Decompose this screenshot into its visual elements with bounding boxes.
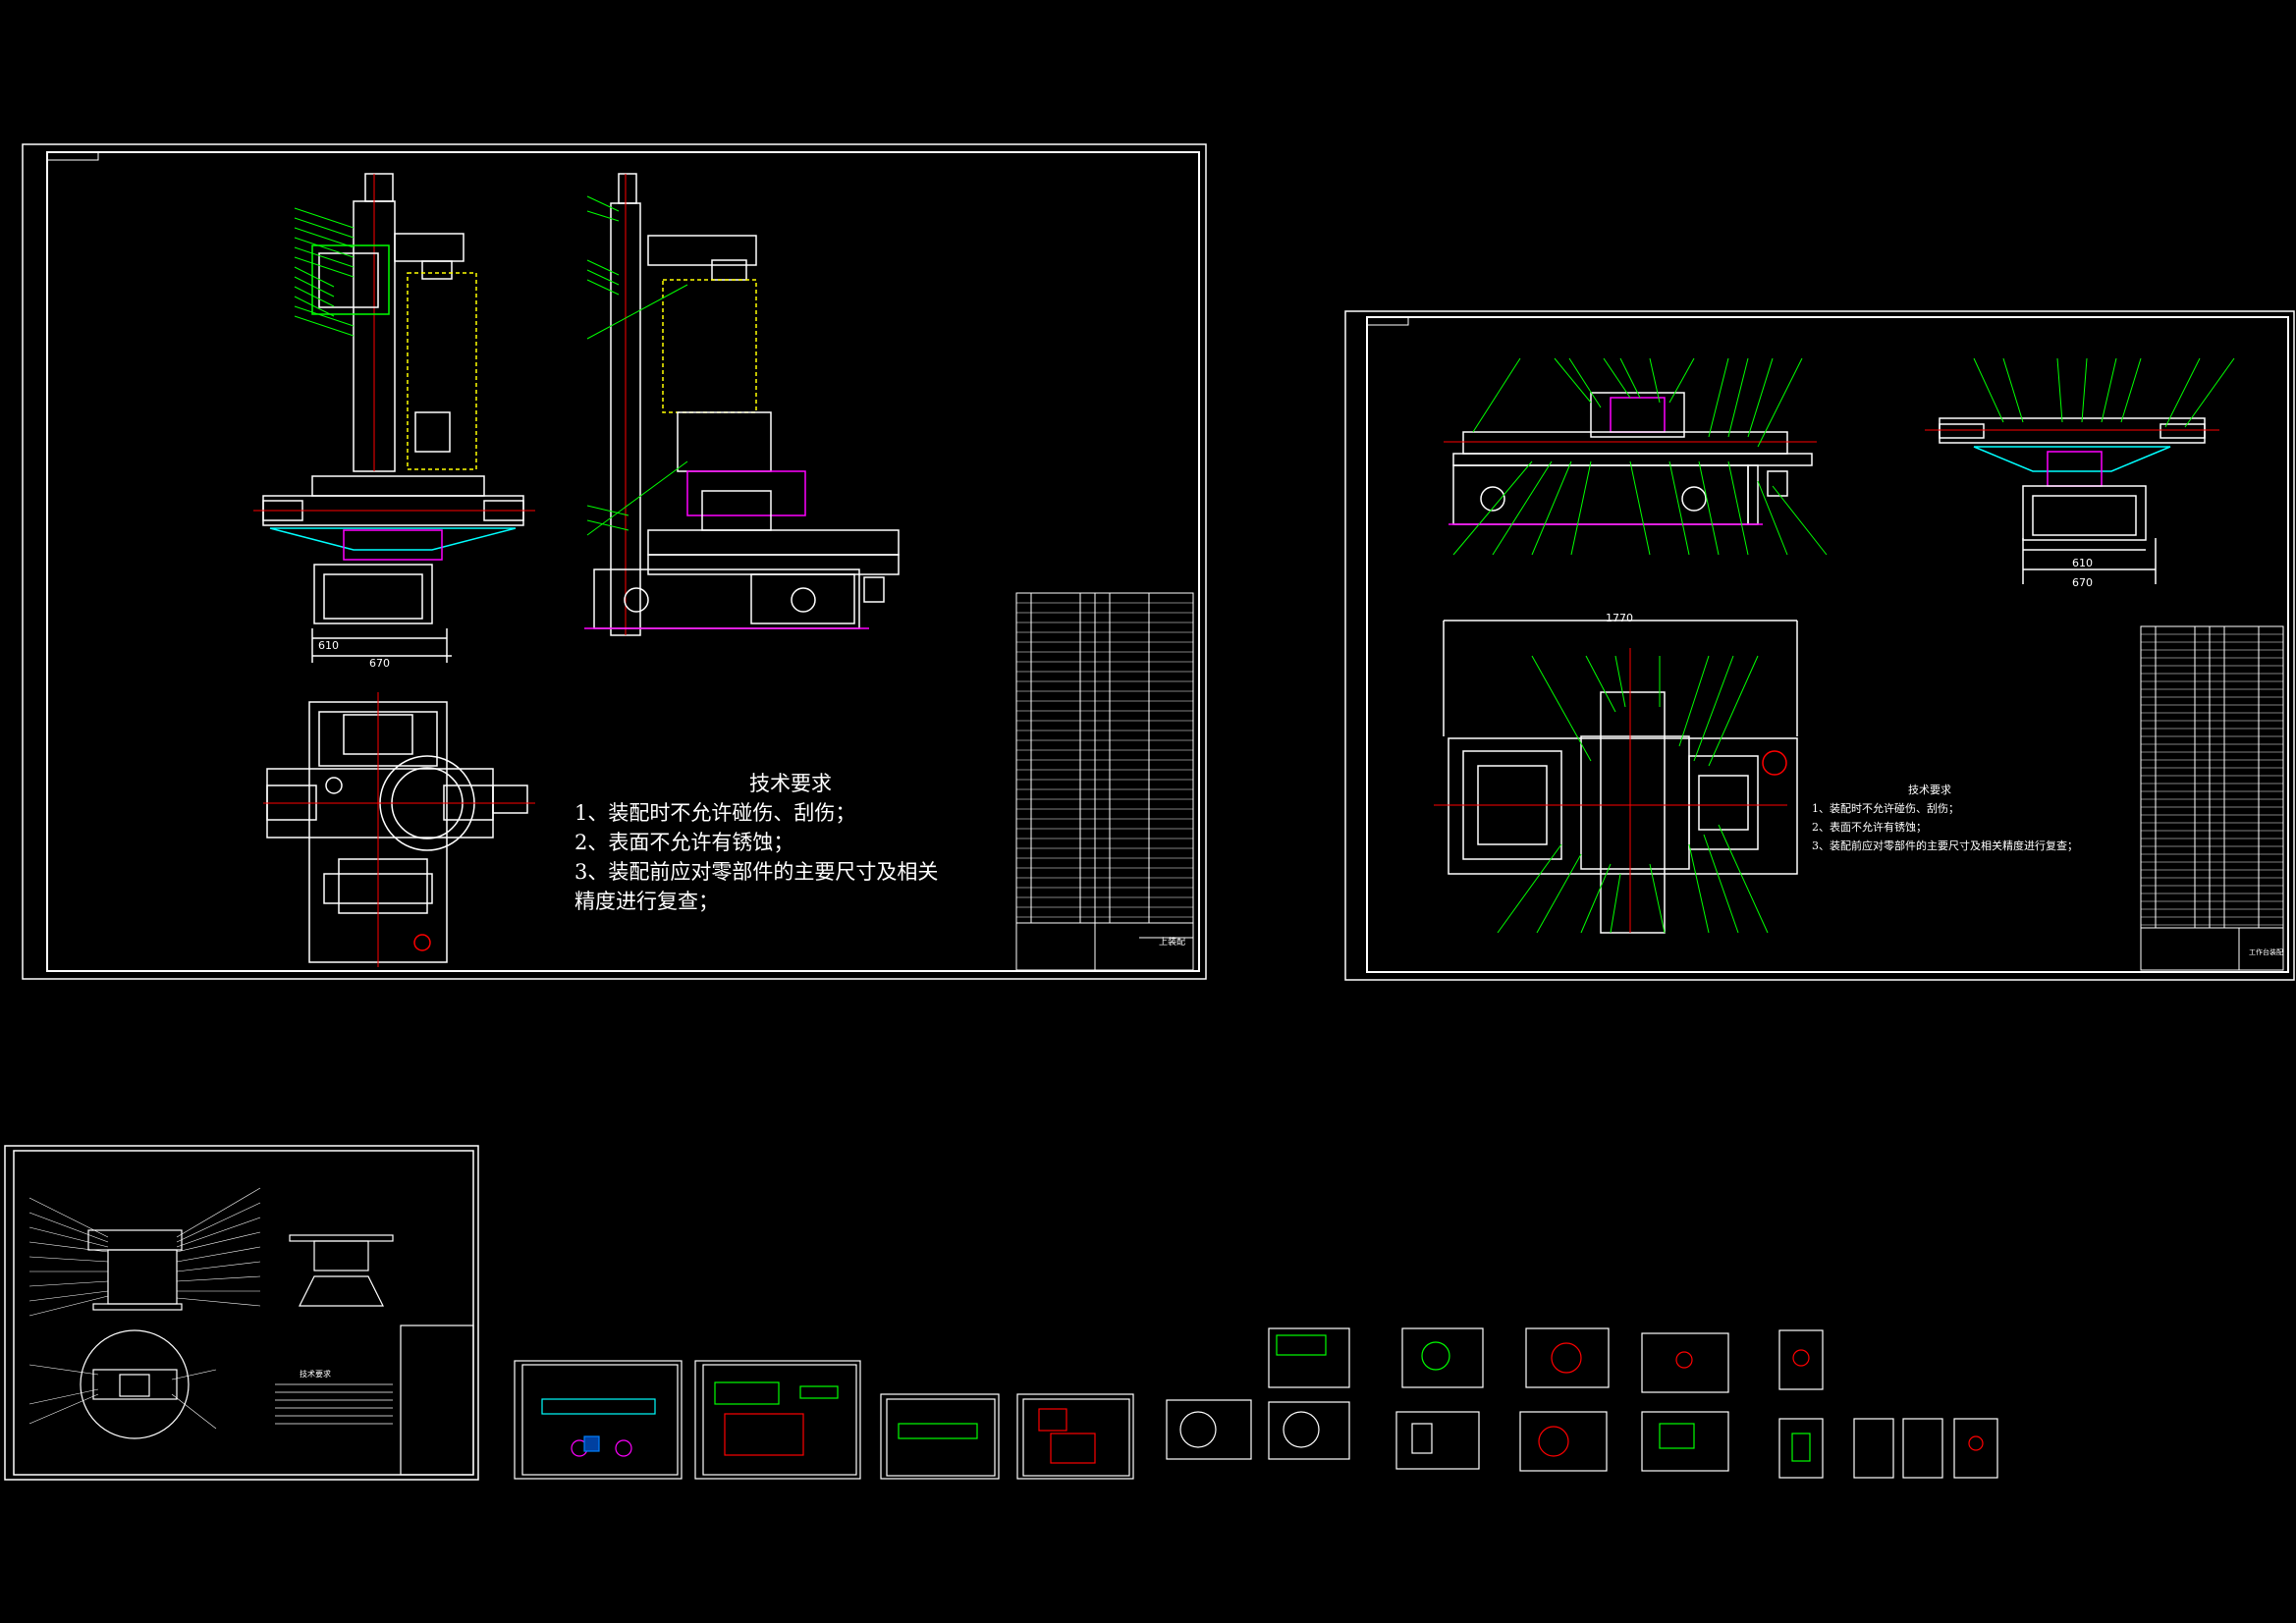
- tech-line-2: 2、表面不允许有锈蚀；: [574, 831, 794, 854]
- thumb-sheet-02[interactable]: [694, 1360, 861, 1480]
- dim-610: 610: [318, 639, 339, 652]
- tech-line-right-2: 2、表面不允许有锈蚀；: [1812, 821, 1927, 834]
- worktable-side-view: [1925, 417, 2219, 584]
- thumb-sheet-05[interactable]: [1166, 1399, 1252, 1460]
- thumb-sheet-11[interactable]: [1519, 1411, 1608, 1472]
- thumb-sheet-13[interactable]: [1641, 1411, 1729, 1472]
- small-assembly-views: [80, 1229, 474, 1476]
- drawing-sheet-main-assembly[interactable]: 610 670: [22, 143, 1207, 980]
- dim-670: 670: [369, 657, 390, 670]
- tech-line-3: 3、装配前应对零部件的主要尺寸及相关: [574, 860, 939, 884]
- tech-line-right-3: 3、装配前应对零部件的主要尺寸及相关精度进行复查；: [1812, 839, 2078, 852]
- worktable-front-balloons: [1452, 357, 1828, 556]
- thumb-sheet-07[interactable]: [1268, 1401, 1350, 1460]
- thumb-sheet-17[interactable]: [1902, 1418, 1943, 1479]
- thumb-sheet-18[interactable]: [1953, 1418, 1998, 1479]
- side-view-column: [584, 173, 900, 636]
- thumb-sheet-01[interactable]: [514, 1360, 683, 1480]
- front-view-balloons: [294, 207, 355, 337]
- thumb-sheet-09[interactable]: [1395, 1411, 1480, 1470]
- side-view-balloons: [586, 195, 688, 536]
- parts-list-rows-right: [2141, 633, 2283, 926]
- thumb-sheet-14[interactable]: [1778, 1329, 1824, 1390]
- thumb-sheet-06[interactable]: [1268, 1327, 1350, 1388]
- small-tech-lines: [275, 1383, 393, 1425]
- front-view-column: [253, 173, 535, 663]
- thumb-sheet-03[interactable]: [880, 1393, 1000, 1480]
- drawing-sheet-small-assembly[interactable]: 技术要求: [4, 1145, 479, 1481]
- tech-requirements-main: 技术要求 1、装配时不允许碰伤、刮伤； 2、表面不允许有锈蚀； 3、装配前应对零…: [574, 769, 977, 916]
- tech-requirements-title-right: 技术要求: [1908, 784, 1951, 796]
- worktable-side-balloons: [1973, 357, 2235, 428]
- plan-view: [263, 692, 535, 967]
- small-assembly-leaders: [28, 1187, 261, 1430]
- tech-line-4: 精度进行复查；: [574, 890, 719, 913]
- tech-requirements-title: 技术要求: [749, 772, 832, 795]
- tech-line-1: 1、装配时不允许碰伤、刮伤；: [574, 801, 856, 825]
- dim-610-right: 610: [2072, 557, 2093, 569]
- parts-list-rows: [1016, 602, 1193, 918]
- drawing-sheet-worktable-assembly[interactable]: 610 670 1770: [1344, 310, 2295, 981]
- thumb-sheet-15[interactable]: [1778, 1418, 1824, 1479]
- title-block-drawing-name: 上装配: [1159, 936, 1185, 947]
- dim-670-right: 670: [2072, 576, 2093, 589]
- worktable-plan-balloons: [1497, 655, 1769, 934]
- thumb-sheet-08[interactable]: [1401, 1327, 1484, 1388]
- thumbnail-sheets[interactable]: [514, 1327, 1998, 1480]
- thumb-sheet-12[interactable]: [1641, 1332, 1729, 1393]
- thumb-sheet-16[interactable]: [1853, 1418, 1894, 1479]
- thumb-sheet-04[interactable]: [1016, 1393, 1134, 1480]
- tech-line-right-1: 1、装配时不允许碰伤、刮伤；: [1812, 802, 1959, 815]
- worktable-plan-view: [1434, 620, 1798, 934]
- title-block-drawing-name-right: 工作台装配: [2249, 947, 2283, 956]
- tech-requirements-worktable: 技术要求 1、装配时不允许碰伤、刮伤； 2、表面不允许有锈蚀； 3、装配前应对零…: [1812, 781, 2078, 855]
- thumb-sheet-10[interactable]: [1525, 1327, 1610, 1388]
- dim-1770: 1770: [1606, 612, 1633, 624]
- small-tech-title: 技术要求: [300, 1369, 331, 1379]
